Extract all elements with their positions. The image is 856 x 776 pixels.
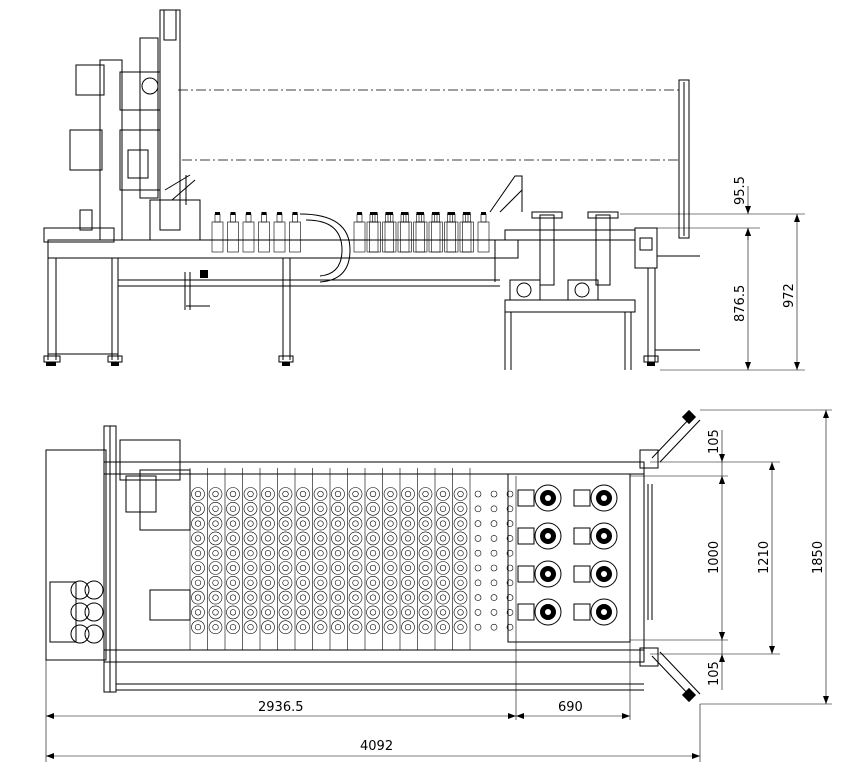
capping-bracket <box>489 175 523 282</box>
dim-876-5-label: 876.5 <box>733 285 748 322</box>
bottle-grid <box>189 468 514 650</box>
left-rollers <box>49 580 104 644</box>
dimension-105-bottom: 105 <box>707 632 725 690</box>
bottle-row <box>211 212 490 253</box>
side-view: 95.5 876.5 972 <box>43 9 805 371</box>
top-view: 105 1000 105 1210 1850 <box>45 409 832 762</box>
dim-690-label: 690 <box>558 700 583 715</box>
dimension-972: 972 <box>782 214 800 370</box>
dim-95-5-label: 95.5 <box>733 176 748 205</box>
dim-105-top-label: 105 <box>707 429 722 454</box>
gantry-column <box>43 9 201 243</box>
right-end-post <box>678 79 690 239</box>
dim-1850-label: 1850 <box>811 541 826 574</box>
capping-heads <box>517 484 618 626</box>
capping-station-top <box>507 473 631 643</box>
dim-972-label: 972 <box>782 283 797 308</box>
dim-105-bottom-label: 105 <box>707 661 722 686</box>
dimension-1210: 1210 <box>757 462 775 654</box>
drive-motor <box>119 439 191 621</box>
capping-station <box>504 211 700 370</box>
hand-crank <box>184 270 210 310</box>
top-frame <box>45 425 645 693</box>
dim-1000-label: 1000 <box>707 541 722 574</box>
dimension-4092: 4092 <box>46 739 700 759</box>
dim-1210-label: 1210 <box>757 541 772 574</box>
side-frame <box>43 239 519 366</box>
corner-arms <box>639 409 701 703</box>
dim-2936-5-label: 2936.5 <box>258 700 304 715</box>
dimension-690: 690 <box>516 700 630 719</box>
dimension-2936-5: 2936.5 <box>46 700 516 719</box>
dim-4092-label: 4092 <box>360 739 393 754</box>
dimension-1850: 1850 <box>811 410 829 704</box>
dimension-876-5: 876.5 <box>733 228 751 370</box>
cable-chain <box>299 213 351 283</box>
dimension-1000: 1000 <box>707 476 725 640</box>
